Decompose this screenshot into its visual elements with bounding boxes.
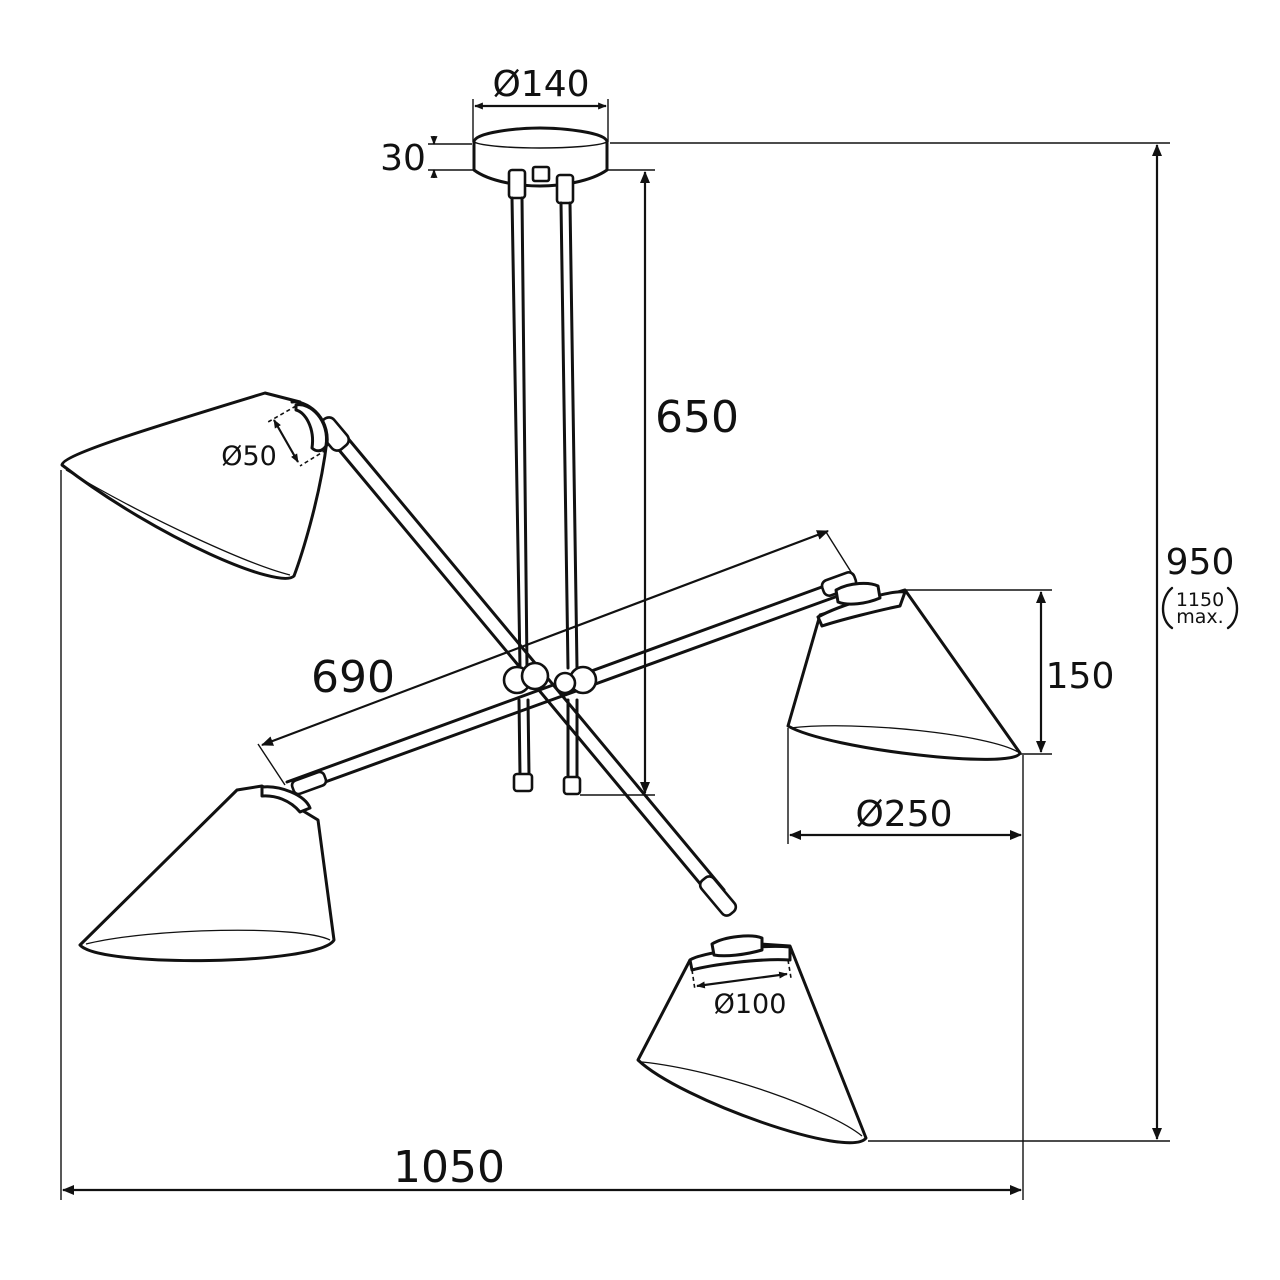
total-height-max-note: 1150 max. (1161, 586, 1239, 630)
shade-bottom-center (636, 934, 868, 1145)
shade-top-diameter-label: Ø100 (714, 989, 787, 1020)
total-height-max-unit: max. (1176, 606, 1223, 628)
shade-lower-left (78, 784, 336, 963)
total-width-label: 1050 (393, 1142, 505, 1193)
socket-diameter-label: Ø50 (221, 441, 277, 472)
canopy-diameter-label: Ø140 (492, 64, 589, 105)
total-height-max-value: 1150 (1176, 589, 1224, 611)
dimension-lines (60, 99, 1170, 1200)
arm-length-label: 690 (311, 652, 395, 703)
shade-height-label: 150 (1046, 656, 1115, 697)
canopy-height-label: 30 (380, 138, 426, 179)
ceiling-canopy (472, 126, 609, 188)
shade-upper-left (60, 391, 329, 580)
rod-length-label: 650 (655, 392, 739, 443)
total-height-label: 950 (1166, 542, 1235, 583)
shade-diameter-label: Ø250 (855, 794, 952, 835)
suspension-rods (507, 168, 582, 796)
shade-right (786, 581, 1022, 761)
